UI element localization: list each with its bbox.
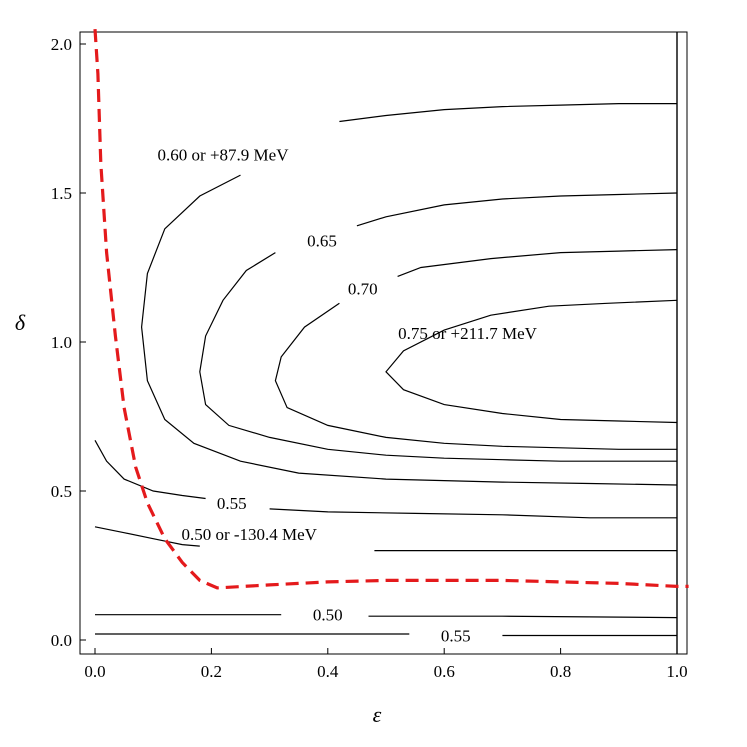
y-axis-ticks: 0.0 0.5 1.0 1.5 2.0 xyxy=(51,35,86,650)
contour-label-0: 0.75 or +211.7 MeV xyxy=(398,324,538,343)
y-tick-label-2: 1.0 xyxy=(51,333,72,352)
y-tick-label-0: 0.0 xyxy=(51,631,72,650)
contour-0.50-segment-5-0 xyxy=(94,526,200,547)
contour-0.60-segment-3-0 xyxy=(339,103,677,123)
x-tick-label-0: 0.0 xyxy=(84,662,105,681)
x-axis-title: ε xyxy=(373,702,382,727)
contour-label-2: 0.65 xyxy=(307,232,337,251)
contour-0.55-segment-4-0 xyxy=(94,440,206,500)
boundary-dashed-curve xyxy=(93,28,689,590)
contour-lines xyxy=(94,103,678,637)
contour-0.65-segment-2-1 xyxy=(199,252,677,462)
contour-0.70-segment-1-1 xyxy=(274,302,677,450)
x-tick-label-4: 0.8 xyxy=(550,662,571,681)
contour-labels: 0.75 or +211.7 MeV 0.70 0.65 0.60 or +87.9 … xyxy=(158,145,538,645)
contour-0.70-segment-1-0 xyxy=(397,249,678,277)
contour-label-4: 0.55 xyxy=(217,494,247,513)
y-tick-label-1: 0.5 xyxy=(51,482,72,501)
contour-label-6: 0.50 xyxy=(313,606,343,625)
y-axis-title: δ xyxy=(15,310,26,335)
contour-label-7: 0.55 xyxy=(441,627,471,646)
contour-0.55-segment-4-1 xyxy=(269,508,677,519)
y-tick-label-4: 2.0 xyxy=(51,35,72,54)
contour-0.50-segment-6-1 xyxy=(368,615,678,619)
plot-frame xyxy=(79,31,688,655)
contour-0.60-segment-3-1 xyxy=(140,174,678,486)
contour-0.75-segment-0-0 xyxy=(385,299,678,424)
y-tick-label-3: 1.5 xyxy=(51,184,72,203)
x-tick-label-3: 0.6 xyxy=(434,662,455,681)
contour-label-1: 0.70 xyxy=(348,279,378,298)
contour-label-5: 0.50 or -130.4 MeV xyxy=(181,525,317,544)
contour-0.65-segment-2-0 xyxy=(356,192,678,227)
contour-label-3: 0.60 or +87.9 MeV xyxy=(158,145,290,164)
x-axis-ticks: 0.0 0.2 0.4 0.6 0.8 1.0 xyxy=(84,648,688,681)
x-tick-label-1: 0.2 xyxy=(201,662,222,681)
x-tick-label-5: 1.0 xyxy=(666,662,687,681)
x-tick-label-2: 0.4 xyxy=(317,662,339,681)
physical-boundary xyxy=(93,28,689,590)
